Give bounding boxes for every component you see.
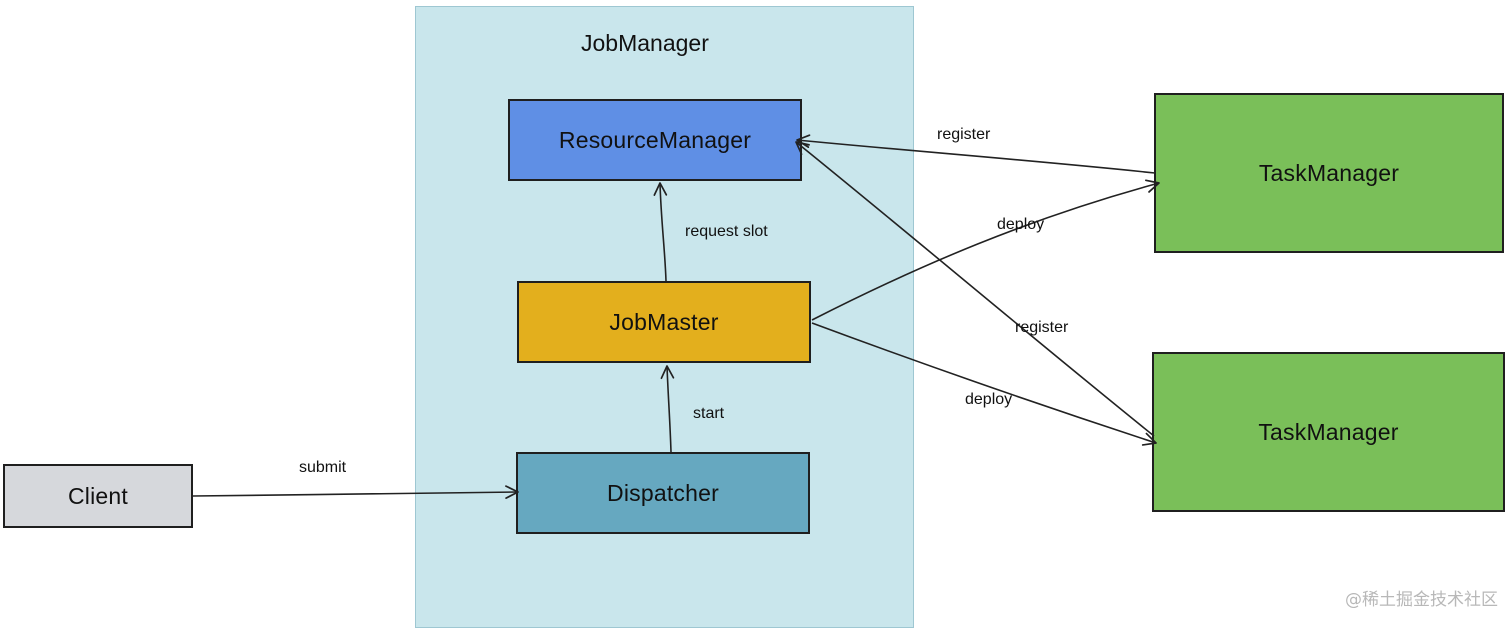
register-arrow-1 [796,134,1156,174]
submit-arrow [192,485,519,499]
request-slot-label: request slot [685,223,768,240]
register-arrow-2 [795,141,1155,437]
request-slot-arrow [653,182,668,282]
register-label-1: register [937,126,991,143]
taskmanager-node-1[interactable]: TaskManager [1154,93,1504,253]
jobmanager-title: JobManager [581,30,709,56]
submit-label: submit [299,459,347,476]
taskmanager-node-2[interactable]: TaskManager [1152,352,1505,512]
register-label-2: register [1015,319,1069,336]
deploy-label-1: deploy [997,216,1045,233]
deploy-label-2: deploy [965,391,1013,408]
deploy-arrow-2 [811,322,1157,446]
deploy-arrow-1 [811,179,1160,321]
start-label: start [693,405,725,422]
resourcemanager-node[interactable]: ResourceManager [508,99,802,181]
client-node[interactable]: Client [3,464,193,528]
jobmaster-node[interactable]: JobMaster [517,281,811,363]
start-arrow [660,365,675,453]
watermark-text: @稀土掘金技术社区 [1345,590,1498,610]
